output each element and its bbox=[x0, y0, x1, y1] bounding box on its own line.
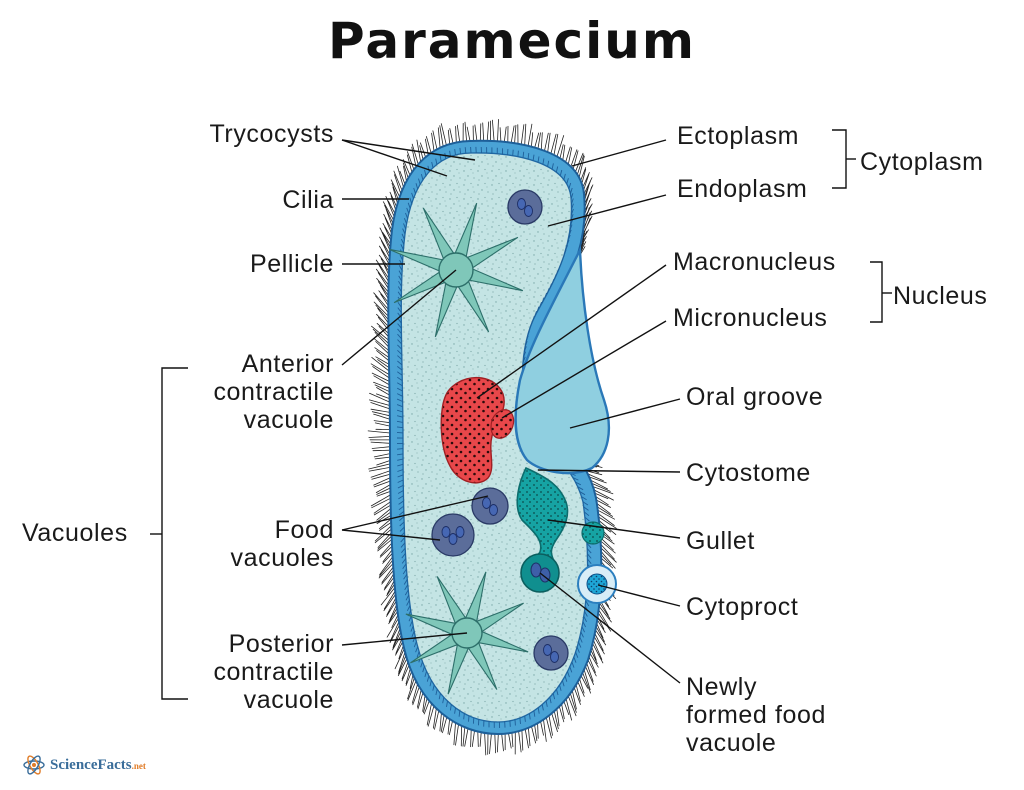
label-macronucleus: Macronucleus bbox=[673, 248, 836, 276]
page-title: Paramecium bbox=[328, 12, 696, 70]
label-line: Anterior bbox=[241, 350, 334, 378]
label-oral-groove: Oral groove bbox=[686, 383, 824, 411]
label-line: Posterior bbox=[228, 630, 334, 658]
label-posterior-contractile-vacuole: Posterior contractile vacuole bbox=[150, 630, 334, 714]
label-endoplasm: Endoplasm bbox=[677, 175, 808, 203]
macronucleus bbox=[440, 376, 505, 484]
logo-text: ScienceFacts.net bbox=[50, 757, 146, 774]
label-line: formed food bbox=[686, 701, 827, 729]
label-food-vacuoles: Food vacuoles bbox=[150, 516, 334, 572]
label-line: vacuoles bbox=[230, 544, 334, 572]
label-cytoplasm: Cytoplasm bbox=[860, 148, 984, 176]
posterior-contractile-vacuole bbox=[405, 571, 529, 695]
anterior-contractile-vacuole bbox=[388, 202, 524, 338]
sciencefacts-logo: ScienceFacts.net bbox=[22, 752, 146, 778]
label-gullet: Gullet bbox=[686, 527, 755, 555]
label-line: contractile bbox=[213, 378, 334, 406]
label-line: vacuole bbox=[243, 686, 334, 714]
label-micronucleus: Micronucleus bbox=[673, 304, 828, 332]
atom-icon bbox=[23, 755, 45, 775]
label-anterior-contractile-vacuole: Anterior contractile vacuole bbox=[150, 350, 334, 434]
label-line: Food bbox=[274, 516, 334, 544]
label-line: contractile bbox=[213, 658, 334, 686]
label-vacuoles: Vacuoles bbox=[22, 519, 128, 547]
label-line: vacuole bbox=[243, 406, 334, 434]
leader-lines bbox=[150, 129, 892, 700]
label-cytoproct: Cytoproct bbox=[686, 593, 799, 621]
logo-suffix: .net bbox=[131, 760, 146, 771]
label-cytostome: Cytostome bbox=[686, 459, 811, 487]
label-newly-formed-food-vacuole: Newly formed food vacuole bbox=[686, 673, 826, 757]
logo-main: ScienceFacts bbox=[50, 756, 132, 773]
label-ectoplasm: Ectoplasm bbox=[677, 122, 800, 150]
label-pellicle: Pellicle bbox=[250, 250, 334, 278]
micronucleus bbox=[490, 409, 515, 439]
label-line: Newly bbox=[686, 673, 758, 701]
label-cilia: Cilia bbox=[282, 186, 334, 214]
label-nucleus: Nucleus bbox=[893, 282, 988, 310]
label-trycocysts: Trycocysts bbox=[209, 120, 334, 148]
label-line: vacuole bbox=[686, 729, 777, 757]
